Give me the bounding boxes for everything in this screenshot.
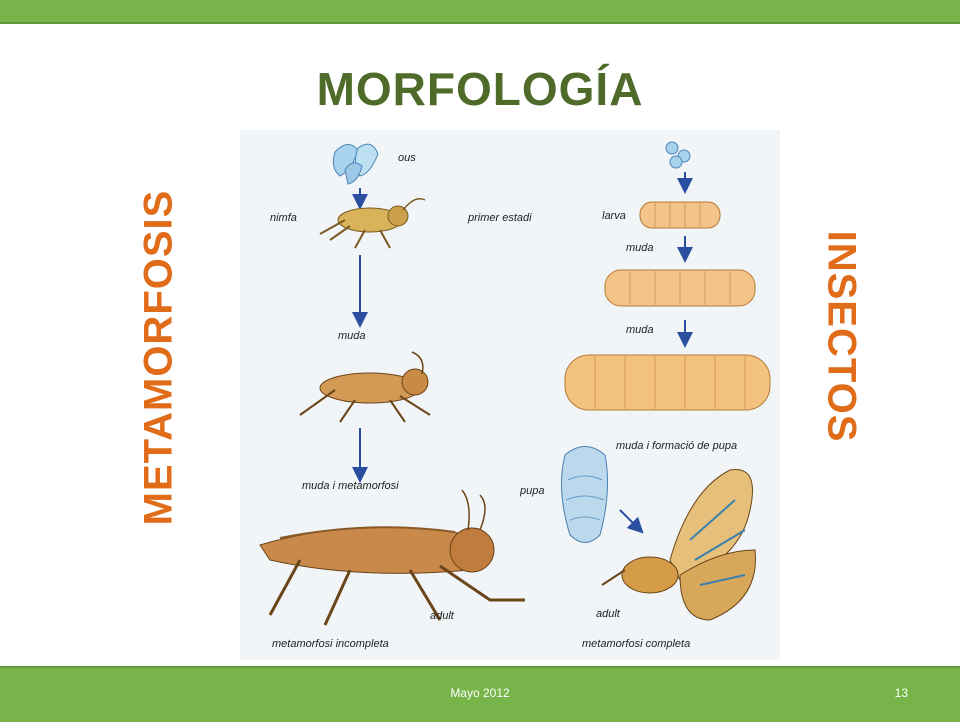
grasshopper-nymph [319, 198, 426, 249]
footer-bar: Mayo 2012 13 [0, 666, 960, 722]
larva-small [639, 201, 721, 229]
label-nimfa: nimfa [270, 212, 297, 224]
slide-number: 13 [894, 686, 908, 700]
pupa [560, 446, 609, 543]
right-vertical-label-box: INSECTOS [819, 225, 864, 447]
label-muda-i-metamorfosi: muda i metamorfosi [302, 480, 399, 492]
label-ous: ous [398, 152, 416, 164]
illustration-art [259, 141, 771, 626]
butterfly-eggs [665, 141, 691, 169]
left-vertical-label-box: METAMORFOSIS [136, 185, 181, 530]
label-adult-left: adult [430, 610, 454, 622]
left-vertical-label: METAMORFOSIS [136, 189, 181, 526]
label-primer-estadi: primer estadi [468, 212, 532, 224]
label-pupa: pupa [520, 485, 545, 497]
grasshopper-nymph-large [299, 351, 431, 423]
top-bar [0, 0, 960, 24]
label-muda-i-formacio: muda i formació de pupa [616, 440, 738, 452]
larva-medium [604, 269, 756, 307]
right-vertical-label: INSECTOS [819, 230, 864, 442]
label-muda-right-2: muda [626, 324, 654, 336]
slide-title: MORFOLOGÍA [316, 63, 644, 115]
larva-large [564, 354, 771, 411]
label-metamorfosi-completa: metamorfosi completa [582, 638, 691, 650]
label-muda-left: muda [338, 330, 366, 342]
grasshopper-adult [259, 489, 525, 626]
label-metamorfosi-incompleta: metamorfosi incompleta [272, 638, 389, 650]
footer-date: Mayo 2012 [450, 686, 510, 700]
grasshopper-eggs [332, 143, 379, 185]
arrow-pupa-adult [619, 509, 644, 534]
metamorphosis-illustration: ous nimfa primer estadi larva muda muda … [240, 130, 780, 660]
label-muda-right-1: muda [626, 242, 654, 254]
label-adult-right: adult [596, 608, 620, 620]
label-larva: larva [602, 210, 626, 222]
butterfly-adult [601, 469, 756, 621]
